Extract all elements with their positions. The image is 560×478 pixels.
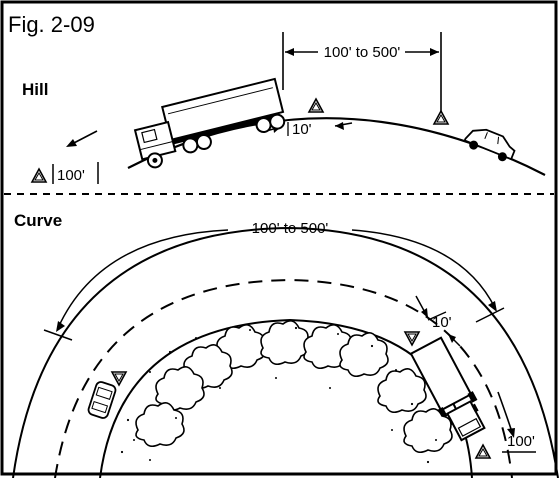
bush-icon [260, 320, 310, 366]
bush-icon [339, 332, 389, 378]
bush-icon [377, 368, 427, 414]
curve-center-line [54, 278, 513, 478]
curve-near-label: 100' [507, 433, 535, 450]
hill-title: Hill [22, 80, 48, 99]
warning-triangle-icon [474, 443, 492, 459]
curve-span-label: 100' to 500' [252, 220, 329, 237]
hill-span-label: 100' to 500' [324, 44, 401, 61]
truck-icon [133, 77, 286, 169]
truck-icon [409, 336, 486, 442]
car-icon [87, 381, 117, 419]
bush-icon [135, 402, 185, 448]
curve-gap-dimension: 10' [415, 295, 461, 347]
car-icon [463, 128, 516, 162]
hill-near-label: 100' [57, 167, 85, 184]
curve-span-dimension: 100' to 500' [43, 220, 505, 341]
curve-outer-edge [12, 226, 559, 478]
warning-triangle-icon [307, 97, 325, 113]
curve-section: Curve 100' to 500' 10' [12, 211, 559, 478]
figure-label: Fig. 2-09 [8, 12, 95, 37]
curve-title: Curve [14, 211, 62, 230]
hill-direction-arrow [66, 130, 98, 147]
warning-triangle-icon [30, 167, 48, 183]
curve-gap-label: 10' [432, 314, 452, 331]
hill-span-dimension: 100' to 500' [282, 32, 442, 112]
curve-direction-arrow [497, 391, 515, 438]
ground-speckles [120, 326, 437, 464]
hill-gap-label: 10' [292, 121, 312, 138]
warning-triangle-icon [110, 371, 128, 387]
warning-triangle-icon [432, 109, 450, 125]
hill-section: Hill 100' to 500' 10' [22, 32, 546, 184]
warning-triangle-icon [403, 331, 421, 347]
bush-icon [403, 408, 453, 454]
